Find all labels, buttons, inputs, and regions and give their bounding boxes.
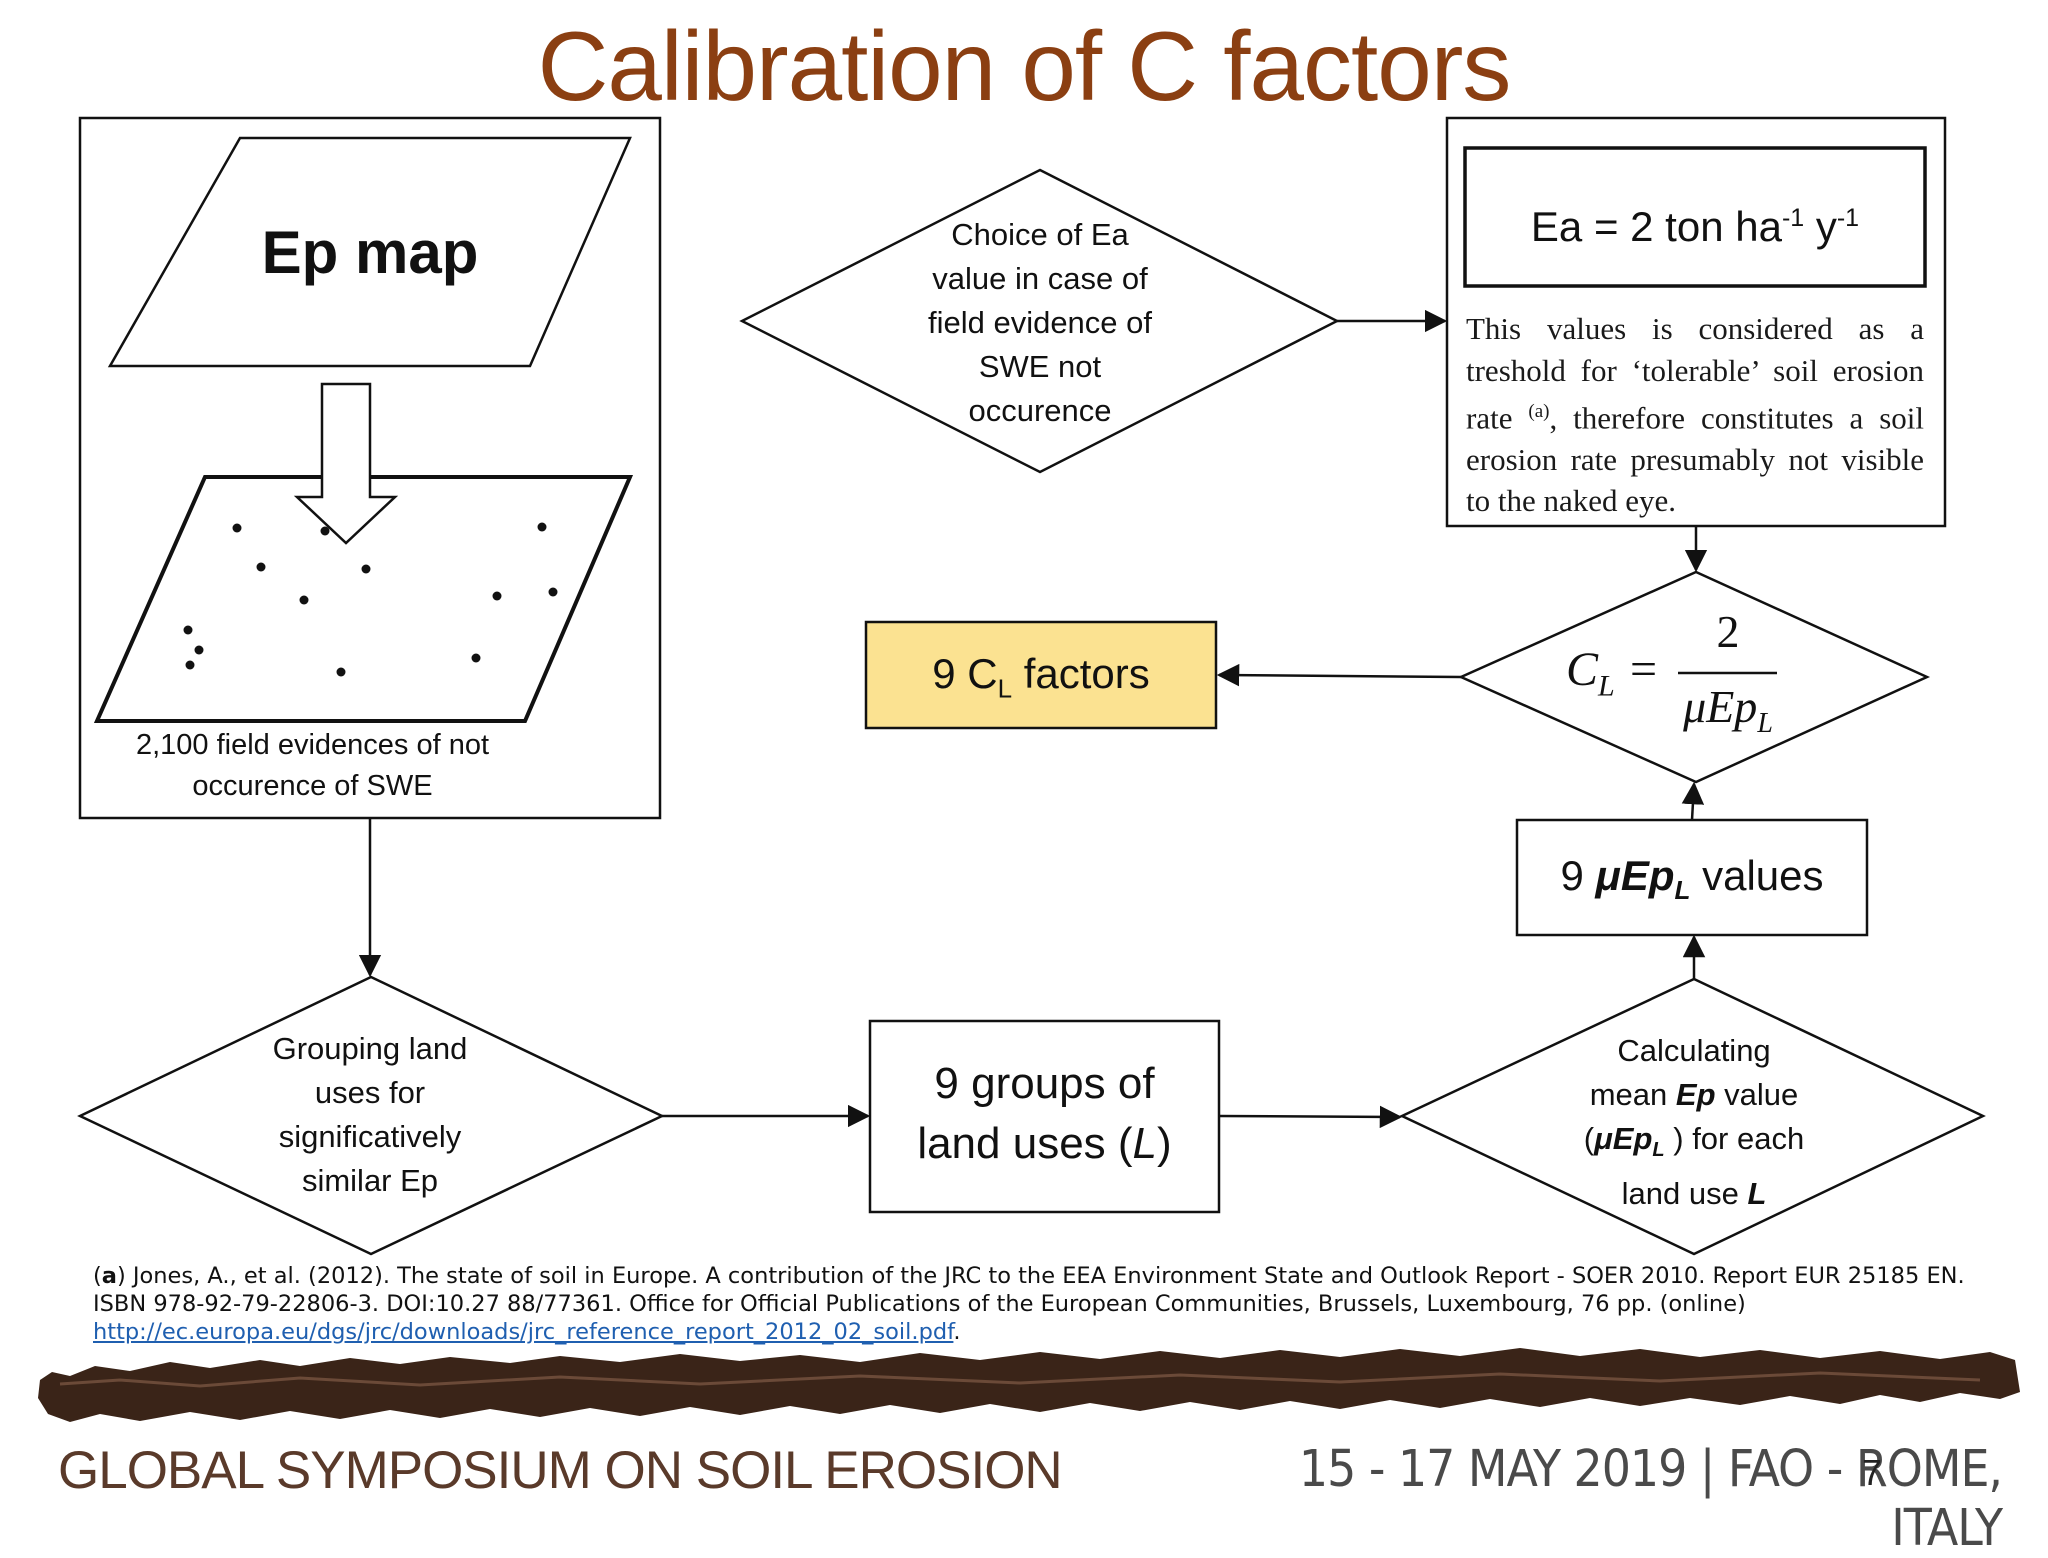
calc-diamond xyxy=(1399,977,1986,1256)
flow-arrows xyxy=(358,309,1708,1129)
footnote: (a) Jones, A., et al. (2012). The state … xyxy=(93,1263,1965,1345)
page-number: 7 xyxy=(1862,1452,1883,1493)
grouping-line-4: similar Ep xyxy=(301,1163,439,1198)
note-ref: (a) xyxy=(1528,401,1550,422)
calc-line-1: Calculating xyxy=(1617,1033,1771,1068)
grouping-line-3: significatively xyxy=(278,1119,462,1154)
formula-equals: = xyxy=(1630,643,1658,696)
caption-line-2: occurence of SWE xyxy=(192,770,433,802)
hollow-down-arrow xyxy=(293,382,399,545)
soil-strip xyxy=(38,1348,2020,1422)
footer-symposium: GLOBAL SYMPOSIUM ON SOIL EROSION xyxy=(58,1441,1063,1500)
mu-values-label: 9 μEpL values xyxy=(1560,852,1824,906)
grouping-line-2: uses for xyxy=(314,1075,426,1110)
arrow-mu-to-formula xyxy=(1681,781,1705,821)
calc-text: Calculating mean Ep value (μEpL ) for ea… xyxy=(1524,1029,1864,1216)
ep-map-parallelogram xyxy=(107,136,632,368)
formula-lhs: CL xyxy=(1566,643,1615,703)
footer-date: 15 - 17 MAY 2019 | FAO - ROME, ITALY xyxy=(1298,1440,2003,1558)
cl-factors-box xyxy=(864,620,1218,730)
groups-box xyxy=(868,1019,1221,1214)
groups-line-1: 9 groups of xyxy=(934,1059,1155,1108)
choice-ea-text: Choice of Ea value in case of field evid… xyxy=(870,213,1210,433)
ea-value-text: Ea = 2 ton ha-1 y-1 xyxy=(1530,203,1860,250)
arrow-formula-to-cl xyxy=(1216,663,1462,687)
mu-values-box xyxy=(1515,818,1869,937)
groups-text: 9 groups of land uses (L) xyxy=(870,1054,1219,1174)
calc-line-4: land use L xyxy=(1621,1176,1767,1212)
choice-ea-diamond xyxy=(739,168,1340,474)
caption-line-1: 2,100 field evidences of not xyxy=(135,729,490,761)
ea-note: This values is considered as a treshold … xyxy=(1466,311,1924,519)
choice-line-5: occurence xyxy=(968,393,1112,428)
calc-line-2: mean Ep value xyxy=(1589,1077,1799,1112)
formula-denominator: μEpL xyxy=(1683,681,1773,740)
ea-value-box xyxy=(1463,146,1927,288)
groups-line-2: land uses (L) xyxy=(917,1119,1172,1168)
choice-line-3: field evidence of xyxy=(927,305,1153,340)
calc-line-3: (μEpL ) for each xyxy=(1583,1121,1805,1162)
evidence-map-parallelogram xyxy=(93,475,634,723)
ep-map-caption: 2,100 field evidences of not occurence o… xyxy=(95,725,530,807)
page-title: Calibration of C factors xyxy=(537,11,1512,121)
ep-map-label: Ep map xyxy=(261,219,479,286)
choice-line-1: Choice of Ea xyxy=(951,217,1129,252)
grouping-line-1: Grouping land xyxy=(272,1031,468,1066)
grouping-text: Grouping land uses for significatively s… xyxy=(200,1027,540,1203)
grouping-diamond xyxy=(77,975,665,1256)
choice-line-2: value in case of xyxy=(932,261,1148,296)
choice-line-4: SWE not xyxy=(978,349,1102,384)
formula-numerator: 2 xyxy=(1716,606,1740,657)
cl-factors-label: 9 CL factors xyxy=(932,650,1150,704)
field-evidence-dots xyxy=(183,522,558,677)
arrow-groups-to-calc xyxy=(1218,1105,1403,1129)
cl-formula-diamond xyxy=(1457,570,1931,784)
reference-link[interactable]: http://ec.europa.eu/dgs/jrc/downloads/jr… xyxy=(93,1319,954,1345)
